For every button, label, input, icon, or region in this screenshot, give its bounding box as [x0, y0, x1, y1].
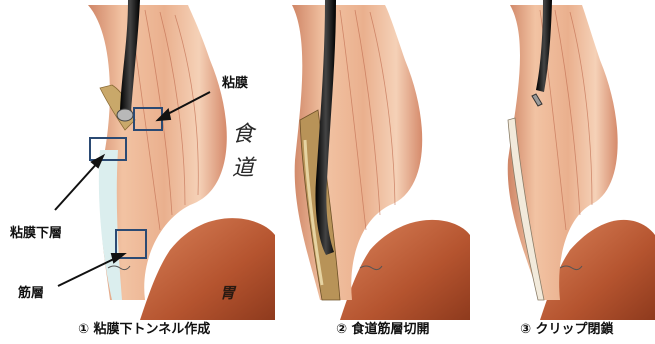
esophagus-label-1: 食 [232, 116, 254, 148]
panel-3-clip-closure [508, 0, 655, 320]
caption-step-3: ③ クリップ閉鎖 [520, 318, 614, 337]
submucosa-label: 粘膜下層 [10, 222, 62, 241]
caption-step-1: ① 粘膜下トンネル作成 [78, 318, 210, 337]
caption-step-2: ② 食道筋層切開 [336, 318, 430, 337]
stomach-label: 胃 [220, 282, 235, 303]
muscle-layer-label: 筋層 [18, 282, 44, 301]
stomach-shape [140, 218, 275, 320]
mucosa-label: 粘膜 [222, 72, 248, 91]
submucosa-arrow [55, 160, 100, 210]
esophagus-label-2: 道 [232, 150, 254, 182]
panel-2-myotomy [292, 0, 470, 320]
